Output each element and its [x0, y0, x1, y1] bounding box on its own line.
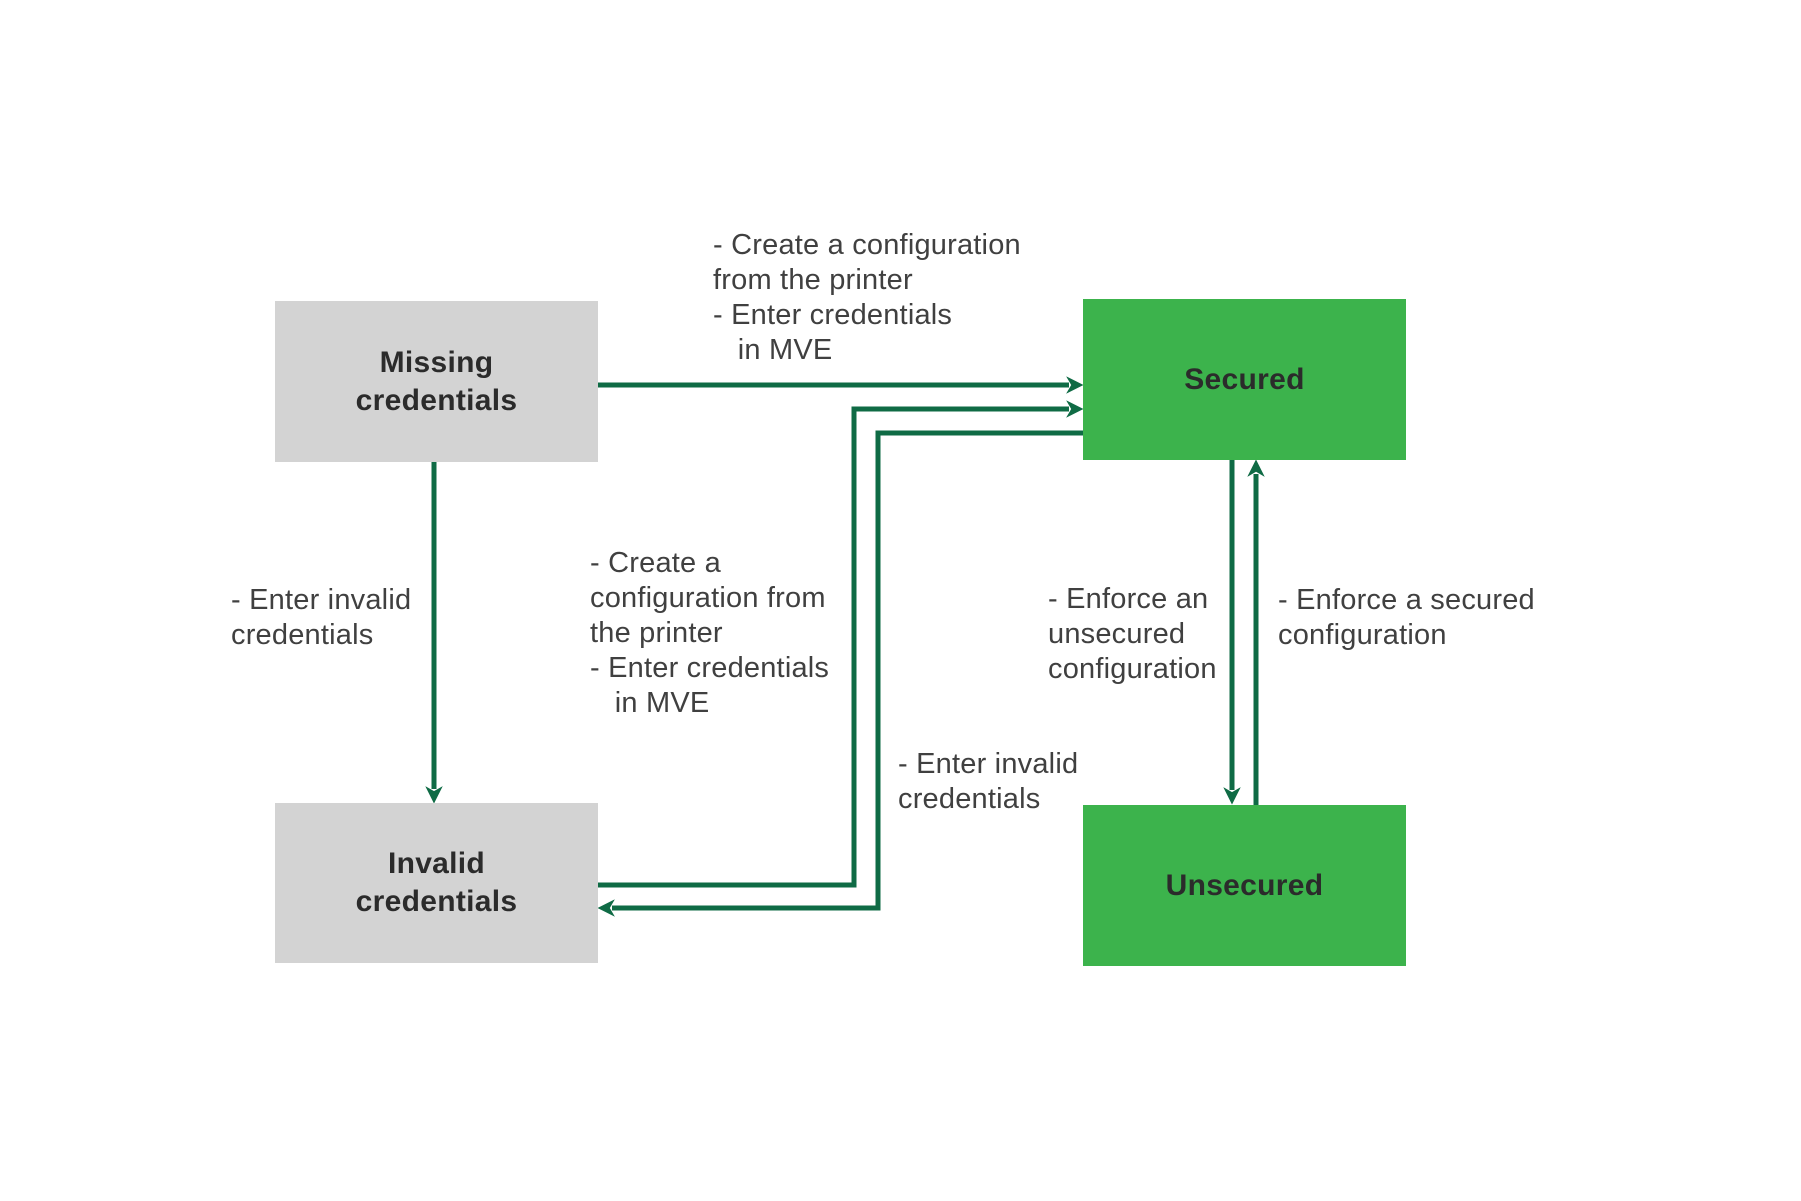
label-missing-to-secured: - Create a configuration from the printe…: [713, 229, 1021, 366]
node-missing-credentials: Missing credentials: [275, 301, 598, 462]
label-secured-to-invalid: - Enter invalid credentials: [898, 748, 1079, 815]
label-invalid-to-secured: - Create a configuration from the printe…: [590, 547, 830, 719]
arrow-invalid-to-secured: [598, 400, 1084, 888]
node-unsecured: Unsecured: [1083, 805, 1406, 966]
label-secured-to-unsecured: - Enforce an unsecured configuration: [1048, 583, 1217, 685]
arrow-secured-to-invalid: [597, 430, 1083, 917]
node-secured: Secured: [1083, 299, 1406, 460]
node-invalid-credentials: Invalid credentials: [275, 803, 598, 963]
label-missing-to-invalid: - Enter invalid credentials: [231, 584, 412, 651]
label-unsecured-to-secured: - Enforce a secured configuration: [1278, 584, 1535, 651]
